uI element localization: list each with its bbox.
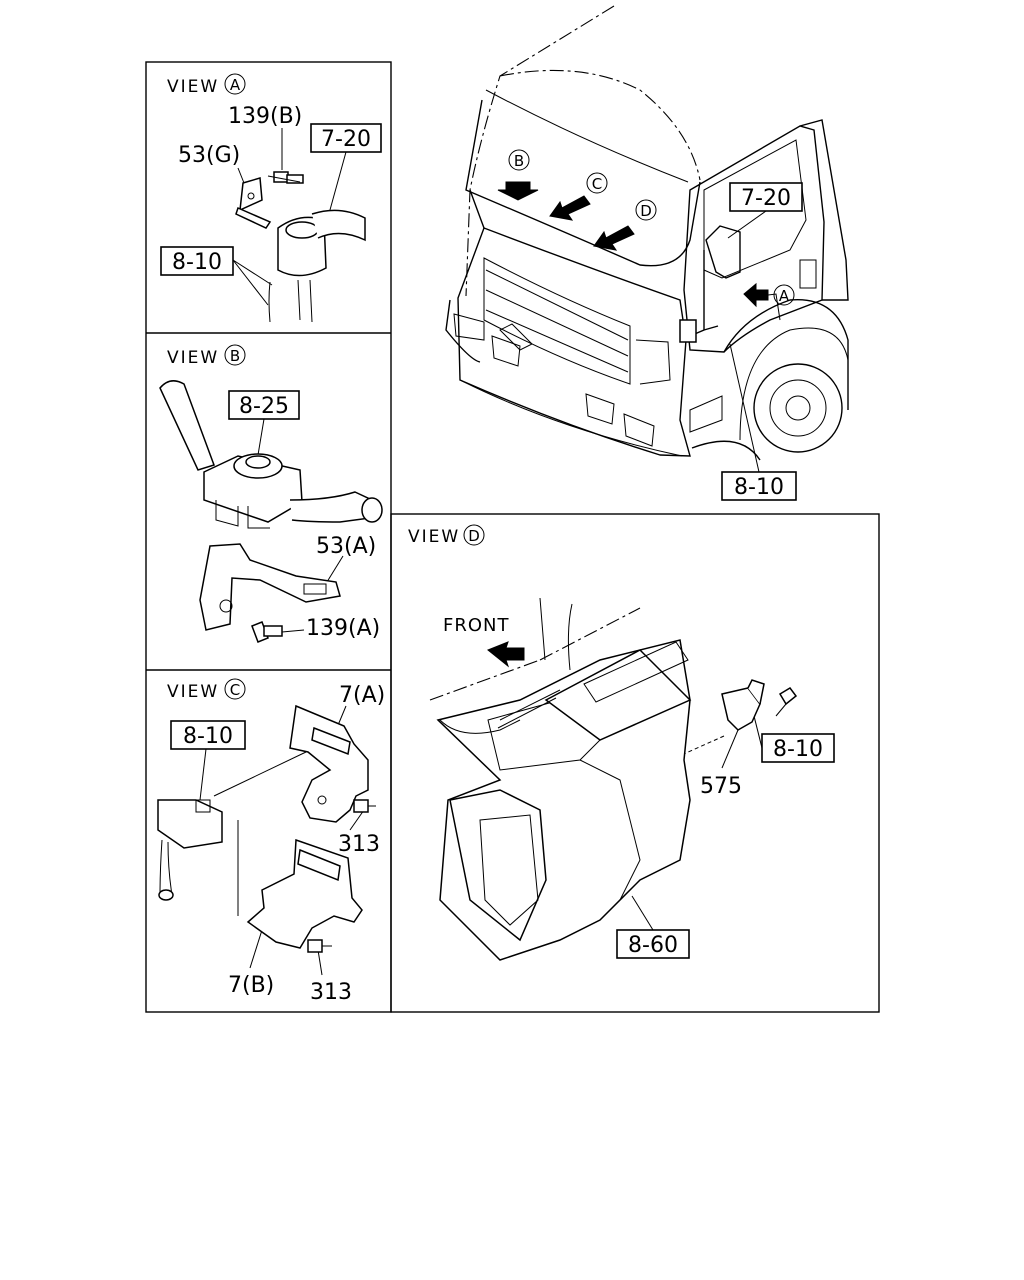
label-c-8-10: 8-10 bbox=[183, 724, 233, 749]
svg-text:A: A bbox=[779, 287, 790, 305]
bolt-139a-drawing bbox=[251, 621, 283, 643]
view-b-title: VIEW bbox=[167, 348, 219, 368]
screw-8-10-drawing bbox=[775, 687, 798, 717]
view-b-panel: VIEW B 8-25 53(A) 139(A) bbox=[159, 344, 383, 643]
view-a-title: VIEW bbox=[167, 77, 219, 97]
bolt-313-top-drawing bbox=[353, 799, 376, 813]
label-8-25: 8-25 bbox=[239, 394, 289, 419]
svg-text:A: A bbox=[230, 76, 241, 94]
callout-a-marker: A bbox=[743, 282, 795, 308]
label-box-truck-8-10 bbox=[721, 471, 797, 501]
callout-d-marker: D bbox=[593, 199, 657, 251]
svg-text:B: B bbox=[514, 152, 524, 170]
truck-overview: B C D A 7-20 8-10 bbox=[445, 5, 849, 501]
bolt-313-bottom-drawing bbox=[307, 939, 332, 953]
view-d-title: VIEW bbox=[408, 527, 460, 547]
label-139a: 139(A) bbox=[306, 616, 380, 641]
bracket-7b-drawing bbox=[246, 838, 363, 949]
view-d-letter-circle: D bbox=[463, 524, 485, 546]
label-box-8-10 bbox=[160, 246, 234, 276]
label-53g: 53(G) bbox=[178, 143, 240, 168]
bracket-575-drawing bbox=[721, 679, 765, 731]
label-8-10: 8-10 bbox=[172, 250, 222, 275]
svg-text:C: C bbox=[230, 681, 240, 699]
switch-8-25-drawing bbox=[159, 380, 383, 529]
bracket-53a-drawing bbox=[199, 543, 341, 631]
label-53a: 53(A) bbox=[316, 534, 376, 559]
view-a-panel: VIEW A 139(B) 53(G) 7-20 8-10 bbox=[160, 73, 382, 323]
front-arrow bbox=[487, 641, 525, 668]
view-d-panel: VIEW D FRONT 8-10 575 8-60 bbox=[408, 524, 835, 961]
label-box-c-8-10 bbox=[170, 720, 246, 750]
label-7b: 7(B) bbox=[228, 973, 274, 998]
bracket-53g-drawing bbox=[235, 177, 272, 229]
svg-text:B: B bbox=[230, 347, 240, 365]
label-d-8-10: 8-10 bbox=[773, 737, 823, 762]
label-7a: 7(A) bbox=[339, 683, 385, 708]
view-c-letter-circle: C bbox=[224, 678, 246, 700]
svg-text:D: D bbox=[468, 527, 480, 545]
view-a-letter-circle: A bbox=[224, 73, 246, 95]
label-front: FRONT bbox=[443, 615, 510, 636]
bracket-7a-drawing bbox=[289, 704, 369, 823]
bolt-139b-drawing bbox=[267, 171, 304, 184]
callout-b-marker: B bbox=[497, 149, 539, 201]
label-575: 575 bbox=[700, 774, 742, 799]
view-b-letter-circle: B bbox=[224, 344, 246, 366]
label-139b: 139(B) bbox=[228, 104, 302, 129]
label-truck-8-10: 8-10 bbox=[734, 475, 784, 500]
connector-8-10-drawing bbox=[157, 799, 223, 901]
label-box-8-60 bbox=[616, 929, 690, 959]
label-8-60: 8-60 bbox=[628, 933, 678, 958]
svg-text:C: C bbox=[592, 175, 602, 193]
panel-frames bbox=[145, 61, 880, 1013]
label-7-20: 7-20 bbox=[321, 127, 371, 152]
svg-text:D: D bbox=[640, 202, 652, 220]
view-c-title: VIEW bbox=[167, 682, 219, 702]
ecu-8-60-drawing bbox=[429, 597, 692, 961]
label-313-top: 313 bbox=[338, 832, 380, 857]
callout-c-marker: C bbox=[549, 172, 608, 221]
view-c-panel: VIEW C 7(A) 8-10 313 7(B) 313 bbox=[157, 678, 385, 1005]
label-truck-7-20: 7-20 bbox=[741, 186, 791, 211]
sensor-7-20-drawing bbox=[268, 209, 366, 323]
label-313-bottom: 313 bbox=[310, 980, 352, 1005]
label-box-8-25 bbox=[228, 390, 300, 420]
label-box-truck-7-20 bbox=[729, 182, 803, 212]
